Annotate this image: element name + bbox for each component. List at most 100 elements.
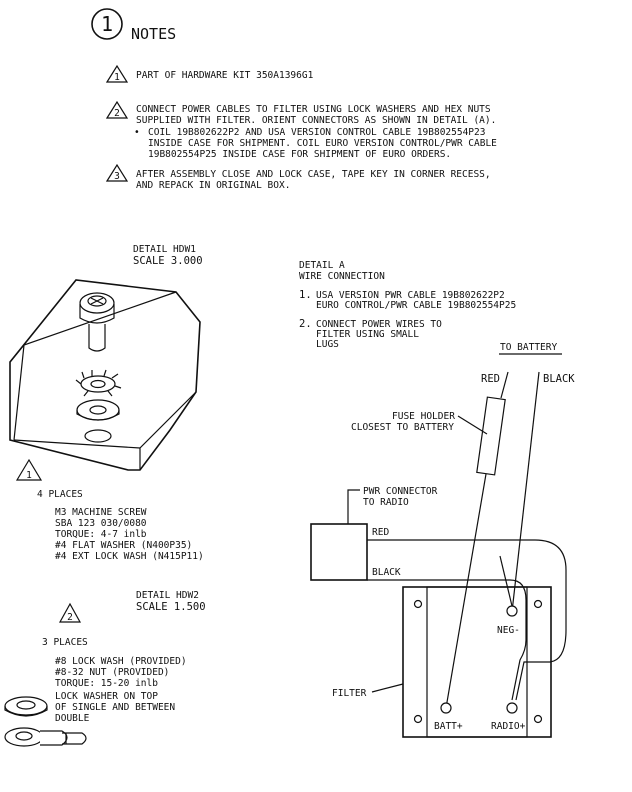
fuse-holder (476, 396, 506, 476)
detail-a-item-1-line-2: EURO CONTROL/PWR CABLE 19B802554P25 (316, 300, 516, 311)
note-2-line-3: COIL 19B802622P2 AND USA VERSION CONTROL… (148, 127, 485, 138)
detail-a-subtitle: WIRE CONNECTION (299, 271, 385, 282)
red-wire-to-batt (445, 473, 487, 709)
machine-screw (79, 292, 115, 352)
pwr-leader (347, 489, 360, 524)
screw-slot-2 (90, 297, 104, 305)
flat-washer-hole (89, 405, 107, 415)
screw-recess (87, 295, 107, 307)
ring-lug-top-hole (16, 700, 36, 710)
note-3-line-2: AND REPACK IN ORIGINAL BOX. (136, 180, 290, 191)
cable-inner (367, 579, 527, 701)
hdw2-note-2: OF SINGLE AND BETWEEN (55, 702, 175, 713)
flag-2-triangle (105, 100, 129, 119)
ring-lug-bottom-hole (15, 731, 33, 741)
ring-lug-top-side (4, 706, 48, 717)
note-2-line-5: 19B802554P25 INSIDE CASE FOR SHIPMENT OF… (148, 149, 451, 160)
note-2-bullet: • (134, 127, 140, 138)
screw-head-side (79, 304, 115, 324)
hdw1-part-2: SBA 123 030/0080 (55, 518, 147, 529)
flat-washer (76, 399, 120, 421)
black-wire (511, 371, 540, 613)
hdw2-note-3: DOUBLE (55, 713, 90, 724)
pwr-connector (310, 523, 368, 581)
notes-number-circle (91, 8, 123, 40)
ring-lug-illustration (4, 696, 87, 747)
bracket-illustration (9, 279, 201, 471)
notes-number: 1 (101, 12, 113, 36)
hdw1-part-5: #4 EXT LOCK WASH (N415P11) (55, 551, 204, 562)
hdw2-places: 3 PLACES (42, 637, 88, 648)
detail-a-item-2-num: 2. (299, 318, 312, 330)
note-3-flag: 3 (114, 171, 120, 182)
screw-head (79, 292, 115, 314)
ring-lug-bottom (4, 727, 44, 747)
filter-mount-hole-tl (413, 599, 423, 609)
ring-lug-barrel (40, 730, 68, 746)
mounting-hole (84, 429, 112, 443)
flag-3-triangle (105, 163, 129, 182)
detail-a-item-1-line-1: USA VERSION PWR CABLE 19B802622P2 (316, 290, 505, 301)
hdw2-part-2: #8-32 NUT (PROVIDED) (55, 667, 169, 678)
red-cable-label: RED (372, 527, 389, 538)
detail-a-item-1-num: 1. (299, 289, 312, 301)
detail-hdw1: DETAIL HDW1 SCALE 3.000 (9, 244, 204, 562)
bracket-bottom-edge (13, 439, 141, 449)
notes-header: 1 NOTES (91, 8, 176, 43)
hdw2-flag: 2 (67, 612, 73, 623)
hdw1-title: DETAIL HDW1 (133, 244, 196, 255)
lock-washer-teeth (75, 369, 122, 397)
detail-a-item-2-line-3: LUGS (316, 339, 339, 350)
fuse-label-line-2: CLOSEST TO BATTERY (351, 422, 454, 433)
hdw1-places: 4 PLACES (37, 489, 83, 500)
fuse-label-line-1: FUSE HOLDER (392, 411, 455, 422)
detail-hdw2: DETAIL HDW2 SCALE 1.500 2 3 PLACES #8 LO… (4, 590, 206, 747)
hdw2-scale: SCALE 1.500 (136, 601, 206, 613)
detail-a-item-2-line-1: CONNECT POWER WIRES TO (316, 319, 442, 330)
to-battery-label: TO BATTERY (500, 342, 557, 353)
hdw2-note-1: LOCK WASHER ON TOP (55, 691, 158, 702)
filter-mount-hole-bl (413, 714, 423, 724)
hdw1-part-4: #4 FLAT WASHER (N400P35) (55, 540, 192, 551)
pwr-label-line-2: TO RADIO (363, 497, 409, 508)
hdw1-flag-triangle (15, 458, 43, 481)
neg-terminal-label: NEG- (497, 625, 520, 636)
wiring-diagram: TO BATTERY RED BLACK FUSE HOLDER CLOSEST… (310, 342, 575, 738)
neg-wire-branch (499, 555, 513, 607)
pwr-label-line-1: PWR CONNECTOR (363, 486, 438, 497)
hdw1-scale: SCALE 3.000 (133, 255, 203, 267)
radio-terminal (506, 702, 518, 714)
hdw1-flag: 1 (26, 470, 32, 481)
filter-inner (426, 586, 528, 738)
lock-washer-hole (90, 379, 106, 389)
note-2-line-4: INSIDE CASE FOR SHIPMENT. COIL EURO VERS… (148, 138, 497, 149)
screw-shank (88, 324, 106, 352)
hdw2-part-3: TORQUE: 15-20 inlb (55, 678, 158, 689)
neg-terminal (506, 605, 518, 617)
radio-terminal-label: RADIO+ (491, 721, 526, 732)
lock-washer-ring (80, 375, 116, 393)
black-cable-label: BLACK (372, 567, 401, 578)
hdw2-flag-triangle (58, 602, 82, 623)
bracket-outline (9, 279, 201, 471)
detail-a-title: DETAIL A (299, 260, 345, 271)
note-2: 2 CONNECT POWER CABLES TO FILTER USING L… (105, 100, 497, 160)
note-1-line-1: PART OF HARDWARE KIT 350A1396G1 (136, 70, 314, 81)
hdw2-title: DETAIL HDW2 (136, 590, 199, 601)
ring-lug-wire (62, 732, 87, 745)
red-wire-label: RED (481, 373, 500, 385)
red-wire-top (500, 371, 509, 399)
note-1-flag: 1 (114, 72, 120, 83)
flat-washer-side (76, 410, 120, 421)
filter-leader (371, 683, 404, 693)
filter-mount-hole-tr (533, 599, 543, 609)
notes-title: NOTES (131, 25, 176, 43)
note-2-flag: 2 (114, 108, 120, 119)
bracket-left-edge (13, 344, 25, 441)
detail-a-item-2-line-2: FILTER USING SMALL (316, 329, 419, 340)
flag-1-triangle (105, 64, 129, 83)
detail-a: DETAIL A WIRE CONNECTION 1. USA VERSION … (299, 260, 516, 350)
note-2-line-2: SUPPLIED WITH FILTER. ORIENT CONNECTORS … (136, 115, 496, 126)
ring-lug-top (4, 696, 48, 716)
